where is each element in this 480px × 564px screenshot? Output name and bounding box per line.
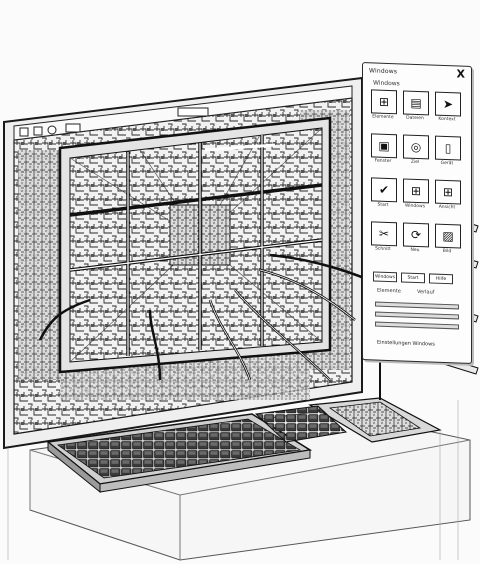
toolbar-tab[interactable] bbox=[177, 107, 209, 117]
tile-label: Ziel bbox=[410, 159, 420, 166]
tile-label: Fenster bbox=[374, 158, 392, 165]
cursor-icon[interactable]: ➤ bbox=[435, 91, 461, 117]
mini-button-3[interactable]: Hilfe bbox=[429, 273, 453, 285]
dialog-icon[interactable]: ▣ bbox=[371, 133, 397, 159]
grid-icon[interactable]: ⊞ bbox=[435, 179, 461, 205]
phone-icon[interactable]: ▯ bbox=[435, 135, 461, 161]
mini-button-1[interactable]: Windows bbox=[373, 271, 397, 283]
window-icon[interactable] bbox=[19, 127, 29, 137]
tile-label: Kontext bbox=[438, 116, 456, 123]
panel-subtitle: Windows bbox=[373, 79, 400, 88]
windows-logo-icon[interactable]: ⊞ bbox=[371, 89, 397, 115]
row-label-1: Elemente bbox=[377, 287, 401, 295]
settings-icon[interactable] bbox=[33, 126, 43, 136]
numpad[interactable] bbox=[254, 405, 348, 443]
logo-icon[interactable]: ✔ bbox=[371, 177, 397, 203]
image-icon[interactable]: ▨ bbox=[435, 223, 461, 249]
slider-3[interactable] bbox=[375, 321, 459, 330]
document-icon[interactable]: ▤ bbox=[403, 90, 429, 116]
mini-button-2[interactable]: Start bbox=[401, 272, 425, 284]
tile-label: Gerät bbox=[440, 160, 454, 167]
gear-icon[interactable] bbox=[47, 125, 57, 135]
tile-label: Bild bbox=[442, 248, 452, 255]
tile-label: Dateien bbox=[406, 115, 424, 122]
tile-label: Windows bbox=[404, 203, 426, 210]
panel-footer: Einstellungen Windows bbox=[377, 339, 435, 348]
tile-label: Elemente bbox=[372, 114, 394, 121]
windows-logo-icon[interactable]: ⊞ bbox=[403, 178, 429, 204]
close-icon[interactable]: X bbox=[456, 67, 465, 81]
slider-1[interactable] bbox=[375, 301, 459, 310]
target-icon[interactable]: ◎ bbox=[403, 134, 429, 160]
refresh-icon[interactable]: ⟳ bbox=[403, 222, 429, 248]
side-panel: Windows X Windows ⊞Elemente▤Dateien➤Kont… bbox=[362, 62, 472, 364]
tile-grid: ⊞Elemente▤Dateien➤Kontext▣Fenster◎Ziel▯G… bbox=[371, 89, 463, 254]
scissors-icon[interactable]: ✂ bbox=[371, 221, 397, 247]
tile-label: Schnitt bbox=[375, 246, 391, 253]
keyboard[interactable] bbox=[46, 413, 313, 494]
panel-title: Windows bbox=[369, 67, 398, 76]
central-window bbox=[58, 116, 332, 374]
row-label-2: Verlauf bbox=[417, 289, 435, 296]
tile-label: Ansicht bbox=[438, 204, 456, 211]
slider-2[interactable] bbox=[375, 311, 459, 320]
tile-label: Neu bbox=[410, 247, 420, 254]
tile-label: Start bbox=[377, 202, 389, 209]
